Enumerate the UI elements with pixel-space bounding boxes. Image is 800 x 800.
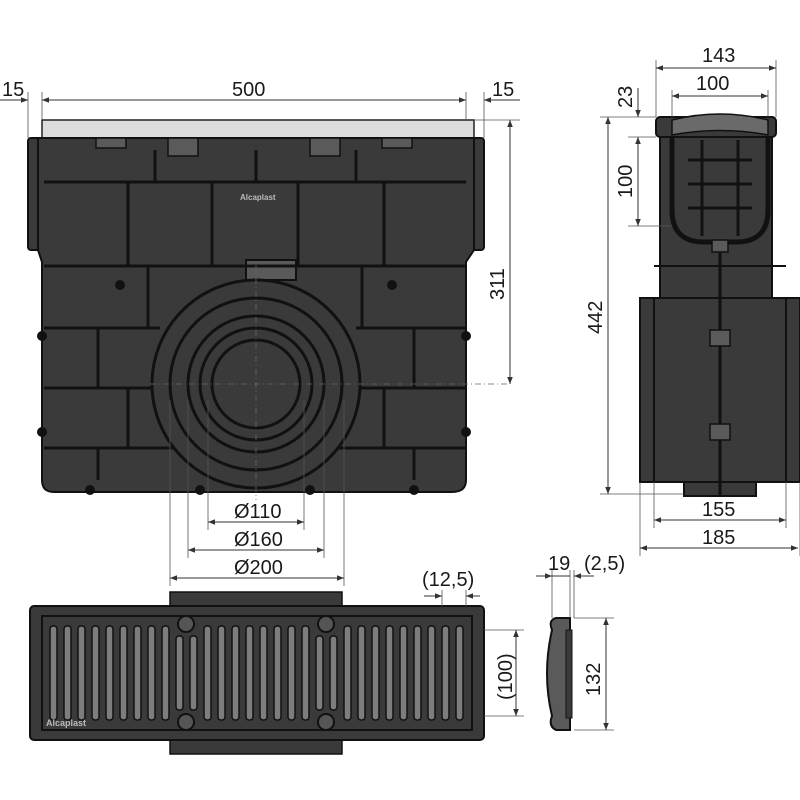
grate-slot xyxy=(343,625,352,721)
front-logo: Alcaplast xyxy=(240,193,276,202)
dim-grate-edge: (12,5) xyxy=(422,569,474,591)
dim-side-bottom-outer: 185 xyxy=(702,527,735,549)
grate-profile xyxy=(546,617,573,731)
dim-profile-lip: (2,5) xyxy=(584,553,625,575)
dim-profile-thickness: 19 xyxy=(548,553,570,575)
grate-slot xyxy=(273,625,282,721)
grate-slot xyxy=(315,635,324,711)
dim-front-right-flange: 15 xyxy=(492,79,514,101)
grate-slot xyxy=(203,625,212,721)
grate-slot xyxy=(133,625,142,721)
grate-slot xyxy=(371,625,380,721)
dim-side-grate-depth: 100 xyxy=(615,165,637,198)
dim-pipe-200: Ø200 xyxy=(234,557,283,579)
grate-slot xyxy=(217,625,226,721)
dim-grate-inner-width: (100) xyxy=(495,653,517,700)
grate-slot xyxy=(301,625,310,721)
grate-slot xyxy=(77,625,86,721)
grate-slot xyxy=(385,625,394,721)
dim-side-bottom-inner: 155 xyxy=(702,499,735,521)
grate-slot xyxy=(427,625,436,721)
dim-front-left-flange: 15 xyxy=(2,79,24,101)
dim-side-top-width: 143 xyxy=(702,45,735,67)
dim-side-total-height: 442 xyxy=(585,301,607,334)
grate-slot xyxy=(441,625,450,721)
grate-slot xyxy=(189,635,198,711)
dim-front-width: 500 xyxy=(232,79,265,101)
grate-slot xyxy=(287,625,296,721)
grate-slot xyxy=(413,625,422,721)
grate-slot xyxy=(357,625,366,721)
grate-slot xyxy=(399,625,408,721)
side-dimensions: 143 100 23 100 442 155 185 xyxy=(585,45,800,556)
front-dimensions: 15 500 15 311 Ø110 Ø160 Ø200 xyxy=(0,79,520,586)
dim-side-top-lip: 23 xyxy=(615,86,637,108)
grate-slot xyxy=(329,635,338,711)
profile-dimensions: 19 (2,5) 132 xyxy=(536,553,625,731)
grate-view: Alcaplast xyxy=(29,591,485,755)
grate-slot xyxy=(245,625,254,721)
grate-dimensions: (12,5) (100) xyxy=(422,569,524,717)
grate-slot xyxy=(49,625,58,721)
dim-pipe-160: Ø160 xyxy=(234,529,283,551)
grate-slot xyxy=(455,625,464,721)
grate-slot xyxy=(231,625,240,721)
grate-slot xyxy=(175,635,184,711)
grate-logo: Alcaplast xyxy=(46,718,86,728)
grate-slot xyxy=(63,625,72,721)
dim-profile-height: 132 xyxy=(583,663,605,696)
grate-slot xyxy=(161,625,170,721)
grate-slot xyxy=(91,625,100,721)
grate-slot xyxy=(119,625,128,721)
grate-slot xyxy=(259,625,268,721)
grate-frame xyxy=(29,605,485,741)
grate-slots xyxy=(49,625,464,721)
side-view xyxy=(639,113,800,497)
grate-slot xyxy=(147,625,156,721)
front-view: Alcaplast xyxy=(27,119,510,500)
dim-side-inner-width: 100 xyxy=(696,73,729,95)
dim-pipe-110: Ø110 xyxy=(234,501,281,523)
dim-front-height: 311 xyxy=(487,268,509,300)
front-top-strip xyxy=(41,119,475,139)
brick-pattern xyxy=(44,150,466,480)
grate-slot xyxy=(105,625,114,721)
